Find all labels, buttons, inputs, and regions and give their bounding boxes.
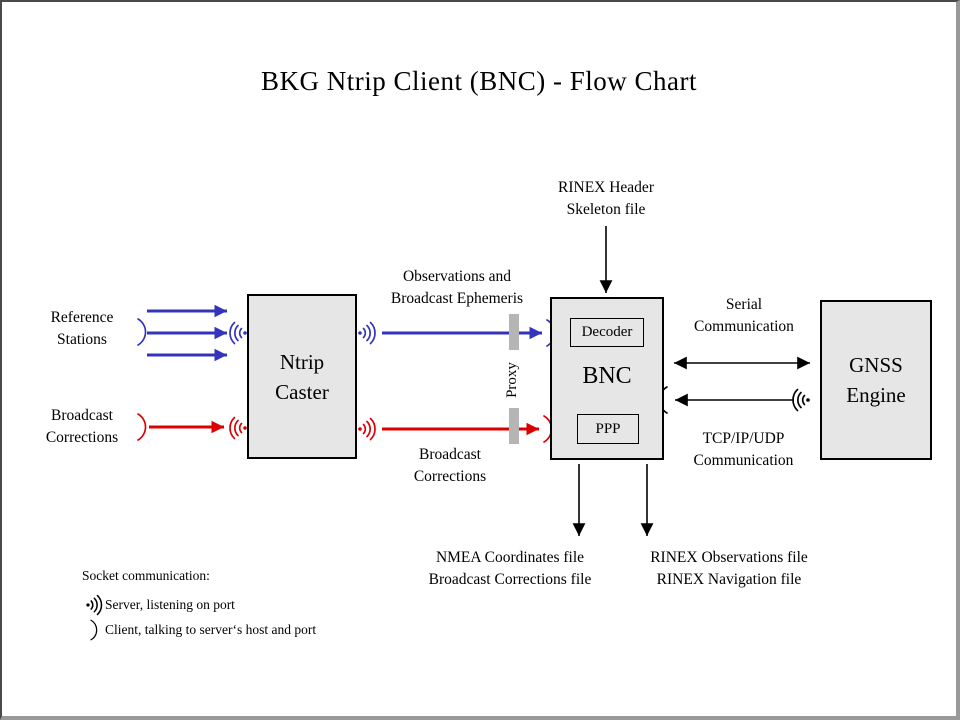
legend-client-text: Client, talking to server‘s host and por… bbox=[105, 622, 317, 637]
page-title: BKG Ntrip Client (BNC) - Flow Chart bbox=[261, 66, 697, 96]
serial-communication-label: Serial Communication bbox=[670, 294, 818, 338]
broadcast-corrections-left-line2: Corrections bbox=[45, 429, 119, 446]
tcp-communication-line1: TCP/IP/UDP bbox=[702, 430, 785, 447]
node-ppp: PPP bbox=[577, 414, 639, 444]
proxy-bar-top bbox=[509, 314, 519, 350]
rinex-header-line1: RINEX Header bbox=[558, 179, 654, 196]
legend-heading: Socket communication: bbox=[82, 568, 210, 583]
server-socket-icon-caster-corr-in bbox=[229, 416, 248, 440]
server-socket-icon-gnss bbox=[792, 388, 811, 412]
ppp-label: PPP bbox=[595, 420, 621, 437]
reference-stations-line2: Stations bbox=[57, 331, 107, 348]
gnss-engine-label-line2: Engine bbox=[846, 383, 906, 407]
node-decoder: Decoder bbox=[570, 318, 644, 347]
ntrip-caster-label-line2: Caster bbox=[275, 379, 329, 404]
nmea-files-line2: Broadcast Corrections file bbox=[428, 571, 592, 588]
rinex-files-label: RINEX Observations file RINEX Navigation… bbox=[624, 547, 834, 591]
broadcast-corrections-left-label: Broadcast Corrections bbox=[12, 405, 152, 449]
tcp-communication-label: TCP/IP/UDP Communication bbox=[666, 428, 821, 472]
rinex-files-line1: RINEX Observations file bbox=[650, 549, 808, 566]
serial-communication-line2: Communication bbox=[694, 318, 794, 335]
rinex-files-line2: RINEX Navigation file bbox=[656, 571, 802, 588]
rinex-header-line2: Skeleton file bbox=[566, 201, 646, 218]
reference-stations-line1: Reference bbox=[50, 309, 114, 326]
broadcast-corrections-left-line1: Broadcast bbox=[51, 407, 113, 424]
tcp-communication-line2: Communication bbox=[693, 452, 794, 469]
reference-stations-arrows bbox=[147, 304, 227, 362]
nmea-files-label: NMEA Coordinates file Broadcast Correcti… bbox=[390, 547, 630, 591]
legend-server-socket-icon bbox=[85, 594, 103, 616]
nmea-files-line1: NMEA Coordinates file bbox=[435, 549, 585, 566]
serial-communication-line1: Serial bbox=[725, 296, 763, 313]
observations-ephemeris-label: Observations and Broadcast Ephemeris bbox=[357, 266, 557, 310]
decoder-label: Decoder bbox=[581, 324, 633, 340]
gnss-engine-label-line1: GNSS bbox=[849, 353, 903, 377]
server-socket-icon-caster-obs-in bbox=[229, 321, 248, 345]
broadcast-corrections-mid-label: Broadcast Corrections bbox=[380, 444, 520, 488]
server-socket-icon-caster-obs-out bbox=[357, 321, 376, 345]
ntrip-caster-label-line1: Ntrip bbox=[279, 349, 325, 374]
node-bnc: Decoder BNC PPP bbox=[550, 297, 664, 460]
legend-server-text: Server, listening on port bbox=[105, 597, 235, 612]
broadcast-corrections-mid-line2: Corrections bbox=[413, 468, 487, 485]
observations-ephemeris-line2: Broadcast Ephemeris bbox=[390, 290, 524, 307]
observations-ephemeris-line1: Observations and bbox=[402, 268, 512, 285]
node-gnss-engine: GNSS Engine bbox=[820, 300, 932, 460]
broadcast-corrections-mid-line1: Broadcast bbox=[419, 446, 481, 463]
proxy-bar-bottom bbox=[509, 408, 519, 444]
proxy-label: Proxy bbox=[504, 362, 520, 398]
legend-client-socket-icon bbox=[90, 619, 98, 641]
bnc-label: BNC bbox=[582, 363, 632, 389]
reference-stations-label: Reference Stations bbox=[12, 307, 152, 351]
rinex-header-skeleton-label: RINEX Header Skeleton file bbox=[511, 177, 701, 221]
server-socket-icon-caster-corr-out bbox=[357, 417, 376, 441]
node-ntrip-caster: Ntrip Caster bbox=[247, 294, 357, 459]
